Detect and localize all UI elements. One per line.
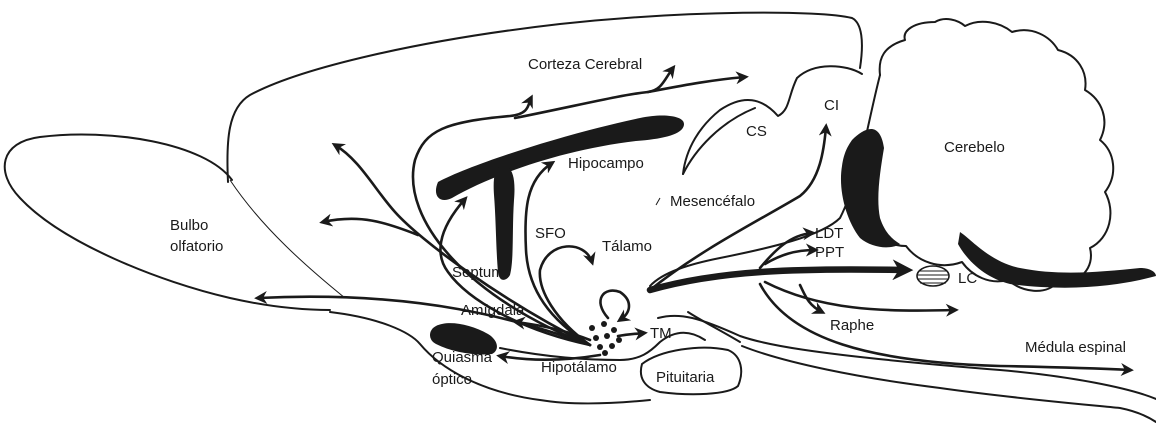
- label-olfatorio: olfatorio: [170, 238, 223, 255]
- label-pituitaria: Pituitaria: [656, 369, 715, 386]
- arrow-to-ppt: [765, 250, 815, 264]
- arrow-to-medula: [760, 284, 1130, 370]
- arrow-self-loop: [600, 291, 629, 320]
- label-talamo: Tálamo: [602, 238, 652, 255]
- label-ldt: LDT: [815, 225, 843, 242]
- bulb-boundary-line: [230, 180, 345, 298]
- label-corteza-cerebral: Corteza Cerebral: [528, 56, 642, 73]
- label-hipocampo: Hipocampo: [568, 155, 644, 172]
- label-mesencefalo: Mesencéfalo: [670, 193, 755, 210]
- lc-nucleus: [917, 266, 949, 286]
- medulla-bottom: [742, 346, 1156, 422]
- label-cerebelo: Cerebelo: [944, 139, 1005, 156]
- label-cs: CS: [746, 123, 767, 140]
- label-optico: óptico: [432, 371, 472, 388]
- arrow-to-tm: [618, 333, 644, 336]
- label-medula-espinal: Médula espinal: [1025, 339, 1126, 356]
- label-amigdala: Amígdala: [461, 302, 525, 319]
- arrow-to-bulb: [258, 297, 590, 345]
- pituitary-stalk: [688, 312, 740, 342]
- label-bulbo: Bulbo: [170, 217, 208, 234]
- olfactory-bulb-outline: [5, 134, 330, 310]
- cerebellum-white-band: [841, 129, 900, 247]
- mesencephalon-tick: [656, 198, 660, 205]
- label-tm: TM: [650, 325, 672, 342]
- label-ci: CI: [824, 97, 839, 114]
- label-ppt: PPT: [815, 244, 844, 261]
- label-sfo: SFO: [535, 225, 566, 242]
- arrow-caudal: [765, 282, 955, 311]
- fornix: [494, 166, 515, 280]
- label-hipotalamo: Hipotálamo: [541, 359, 617, 376]
- tm-cell-cluster: [589, 321, 622, 356]
- label-septum: Septum: [452, 264, 504, 281]
- label-lc: LC: [958, 270, 977, 287]
- label-quiasma: Quiasma: [432, 349, 493, 366]
- corpus-callosum: [436, 116, 684, 200]
- label-raphe: Raphe: [830, 317, 874, 334]
- brainstem-projections: [650, 127, 1130, 370]
- arrow-to-hipocampo: [525, 163, 590, 345]
